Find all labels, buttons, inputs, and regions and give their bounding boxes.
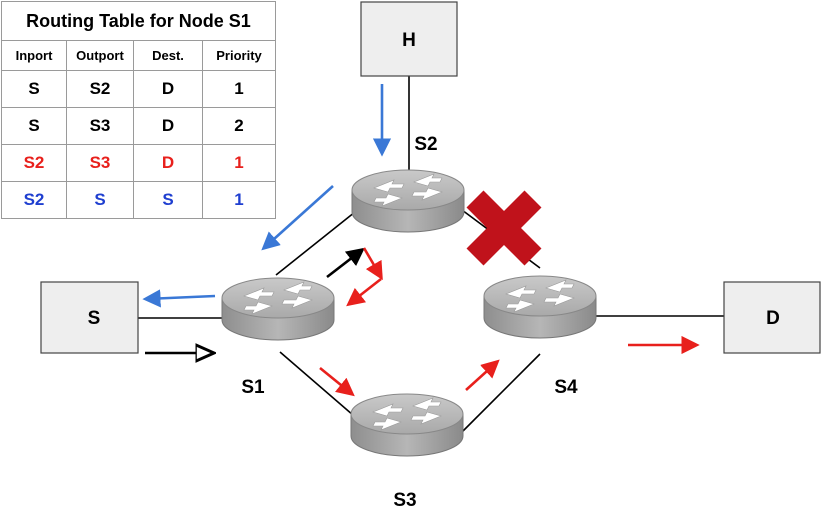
host-d-label: D	[766, 308, 780, 329]
router-s3[interactable]	[350, 393, 464, 457]
router-icon	[221, 277, 335, 341]
link-s1-s2	[275, 211, 356, 276]
router-icon	[350, 393, 464, 457]
table-row: S2 S S 1	[1, 181, 276, 219]
router-s1-label: S1	[241, 377, 265, 398]
host-s[interactable]: S	[40, 281, 139, 354]
host-s-label: S	[88, 308, 101, 329]
red-arrow-bounce-back	[346, 277, 382, 307]
cell-dest: D	[133, 144, 203, 182]
cell-outport: S2	[66, 70, 134, 108]
red-arrow-s1-to-s3	[319, 366, 355, 397]
router-icon	[483, 275, 597, 339]
red-arrow-s3-to-s4	[465, 359, 500, 391]
router-s2-label: S2	[414, 134, 437, 155]
cell-outport: S3	[66, 107, 134, 145]
host-h-label: H	[402, 30, 416, 51]
table-row: S S3 D 2	[1, 107, 276, 145]
black-arrow-s1-to-s2	[326, 247, 365, 279]
cell-priority: 1	[202, 181, 276, 219]
cell-dest: D	[133, 70, 203, 108]
cell-inport: S2	[1, 181, 67, 219]
cross-x-icon	[466, 190, 542, 266]
router-s2[interactable]	[351, 169, 465, 233]
router-s1[interactable]	[221, 277, 335, 341]
header-outport: Outport	[66, 40, 134, 71]
header-inport: Inport	[1, 40, 67, 71]
cell-outport: S3	[66, 144, 134, 182]
flow-arrows	[142, 84, 700, 397]
cell-inport: S	[1, 70, 67, 108]
cell-dest: D	[133, 107, 203, 145]
routing-table-title: Routing Table for Node S1	[1, 1, 276, 41]
cell-outport: S	[66, 181, 134, 219]
router-icon	[351, 169, 465, 233]
red-arrow-bounce-up	[362, 247, 383, 281]
host-d[interactable]: D	[723, 281, 821, 354]
router-s4[interactable]	[483, 275, 597, 339]
header-priority: Priority	[202, 40, 276, 71]
router-s4-label: S4	[554, 377, 578, 398]
cell-dest: S	[133, 181, 203, 219]
table-row: S S2 D 1	[1, 70, 276, 108]
blue-arrow-s2-to-s1	[261, 185, 334, 251]
cell-inport: S2	[1, 144, 67, 182]
cell-priority: 1	[202, 70, 276, 108]
host-h[interactable]: H	[360, 1, 458, 77]
cell-priority: 2	[202, 107, 276, 145]
router-s3-label: S3	[393, 490, 416, 511]
routing-table: Routing Table for Node S1 Inport Outport…	[1, 1, 276, 219]
cell-inport: S	[1, 107, 67, 145]
header-dest: Dest.	[133, 40, 203, 71]
link-s3-s4	[461, 353, 541, 433]
table-row: S2 S3 D 1	[1, 144, 276, 182]
cell-priority: 1	[202, 144, 276, 182]
blue-arrow-s1-to-s	[142, 289, 216, 308]
